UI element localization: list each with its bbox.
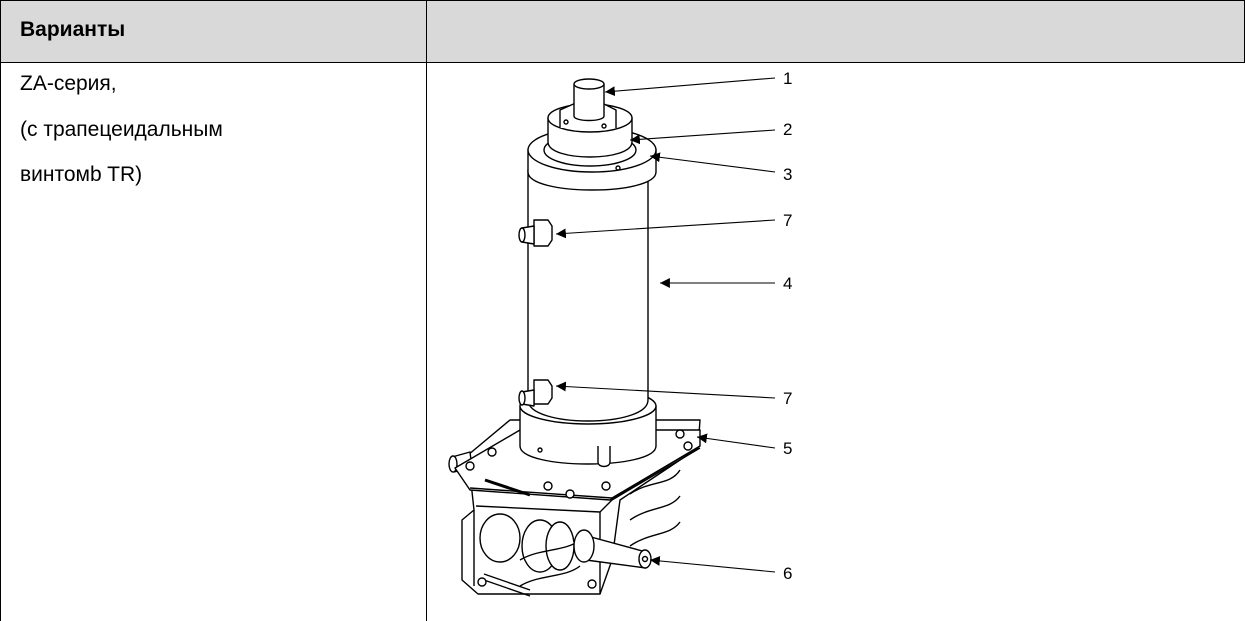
drawing-lines	[448, 78, 701, 597]
callout-label-7b: 7	[783, 389, 792, 408]
variant-line-1: ZA-серия,	[20, 72, 117, 95]
header-divider	[0, 62, 1245, 63]
table-header	[0, 0, 1245, 63]
callout-label-1: 1	[783, 69, 792, 88]
column-divider	[426, 0, 427, 621]
callout-label-2: 2	[783, 120, 792, 139]
actuator-drawing: 1 2 3 7 4 7 5 6	[428, 64, 1245, 621]
callout-label-6: 6	[783, 564, 792, 583]
callout-label-3: 3	[783, 165, 792, 184]
variant-line-3: винтомb TR)	[20, 163, 143, 186]
table-border-left	[0, 0, 1, 621]
callout-leaders	[555, 77, 776, 573]
callout-labels: 1 2 3 7 4 7 5 6	[783, 69, 792, 583]
variant-line-2: (с трапецеидальным	[20, 118, 223, 141]
table-border-top	[0, 0, 1245, 1]
callout-label-5: 5	[783, 439, 792, 458]
callout-label-7a: 7	[783, 211, 792, 230]
callout-label-4: 4	[783, 274, 792, 293]
header-variants: Варианты	[20, 18, 126, 41]
